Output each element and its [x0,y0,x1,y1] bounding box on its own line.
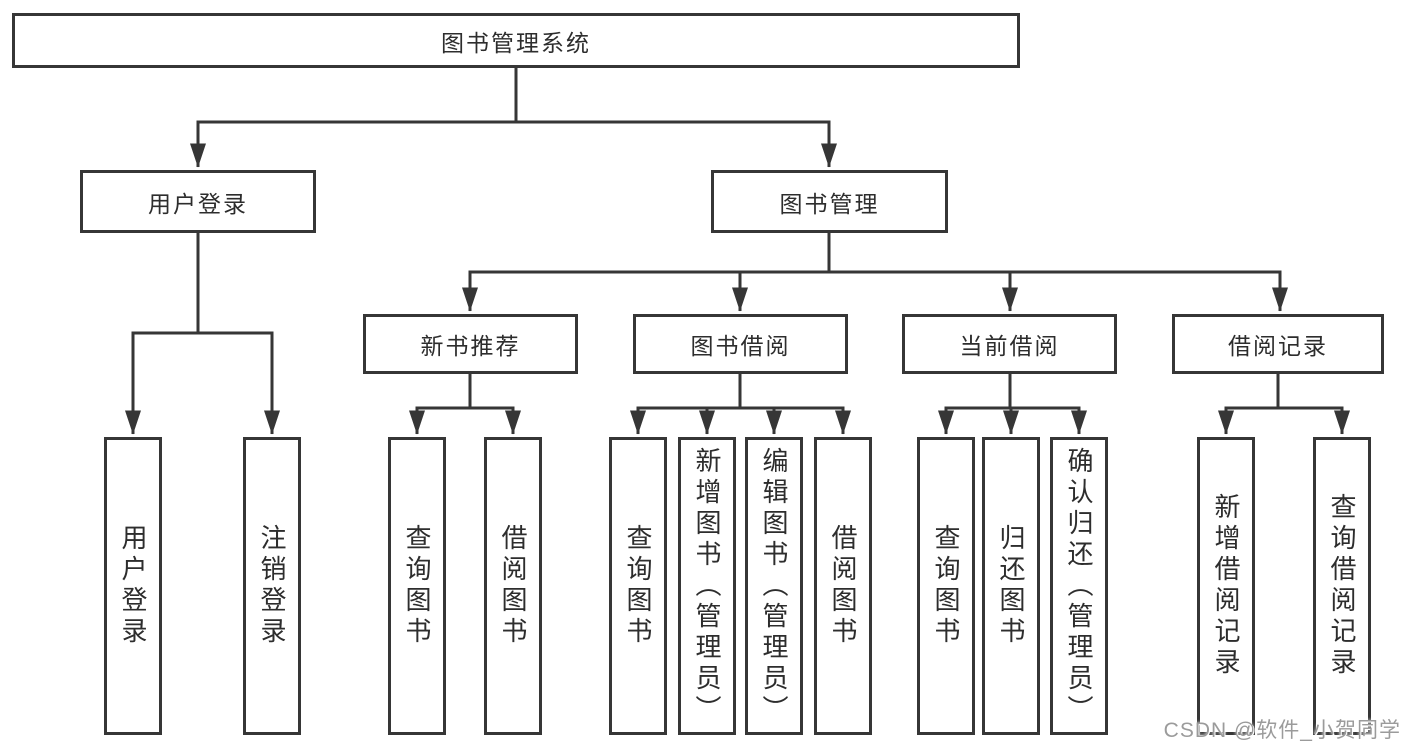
leaf-borrow-books-recommend: 借阅图书 [484,437,542,735]
node-system-root: 图书管理系统 [12,13,1020,68]
node-user-login-label: 用户登录 [148,190,248,217]
leaf-query-books-current-label: 查询图书 [931,524,961,648]
leaf-add-books-admin-label: 新增图书（管理员） [692,446,722,726]
leaf-confirm-return-admin-label: 确认归还（管理员） [1064,446,1094,726]
leaf-user-login: 用户登录 [104,437,162,735]
leaf-confirm-return-admin: 确认归还（管理员） [1050,437,1108,735]
csdn-watermark: CSDN @软件_小贺同学 [1163,719,1401,742]
leaf-query-borrow-record-label: 查询借阅记录 [1327,493,1357,679]
leaf-edit-books-admin-label: 编辑图书（管理员） [759,446,789,726]
node-borrow-records-label: 借阅记录 [1228,333,1328,359]
node-system-root-label: 图书管理系统 [441,29,591,56]
node-new-book-recommend-label: 新书推荐 [420,333,521,359]
node-book-management-label: 图书管理 [779,190,880,217]
leaf-query-books-borrow-label: 查询图书 [623,524,653,648]
node-book-borrow: 图书借阅 [633,314,848,374]
node-current-borrow-label: 当前借阅 [959,333,1060,359]
leaf-return-books-label: 归还图书 [996,524,1026,648]
leaf-query-books-recommend-label: 查询图书 [402,524,432,648]
node-user-login: 用户登录 [80,170,316,233]
leaf-borrow-books: 借阅图书 [814,437,872,735]
leaf-edit-books-admin: 编辑图书（管理员） [745,437,803,735]
leaf-return-books: 归还图书 [982,437,1040,735]
leaf-add-borrow-record: 新增借阅记录 [1197,437,1255,735]
leaf-borrow-books-label: 借阅图书 [828,524,858,648]
node-borrow-records: 借阅记录 [1172,314,1384,374]
leaf-borrow-books-recommend-label: 借阅图书 [498,524,528,648]
leaf-add-borrow-record-label: 新增借阅记录 [1211,493,1241,679]
leaf-user-login-label: 用户登录 [118,524,148,648]
leaf-add-books-admin: 新增图书（管理员） [678,437,736,735]
node-book-borrow-label: 图书借阅 [690,333,791,359]
node-current-borrow: 当前借阅 [902,314,1117,374]
leaf-query-books-current: 查询图书 [917,437,975,735]
leaf-logout: 注销登录 [243,437,301,735]
leaf-query-books-recommend: 查询图书 [388,437,446,735]
leaf-query-books-borrow: 查询图书 [609,437,667,735]
node-new-book-recommend: 新书推荐 [363,314,578,374]
leaf-query-borrow-record: 查询借阅记录 [1313,437,1371,735]
node-book-management: 图书管理 [711,170,948,233]
leaf-logout-label: 注销登录 [257,524,287,648]
